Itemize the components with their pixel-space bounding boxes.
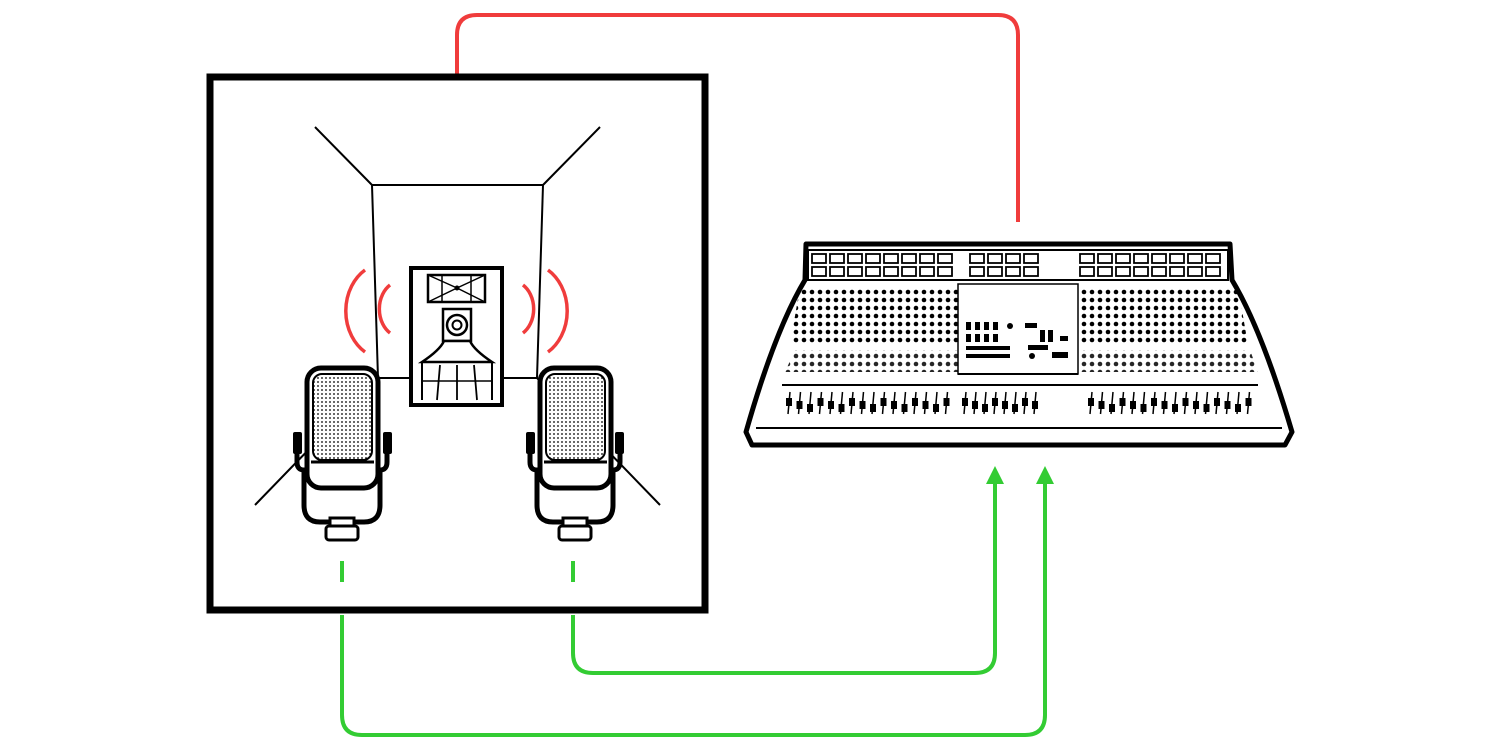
fader-cap xyxy=(1088,398,1094,406)
fader-cap xyxy=(912,398,918,406)
fader-cap xyxy=(1235,404,1241,412)
fader-cap xyxy=(933,404,939,412)
vu-meter xyxy=(1205,266,1221,277)
fader-cap xyxy=(982,404,988,412)
center-controls xyxy=(966,322,1068,359)
fader-cap xyxy=(1140,404,1147,412)
vu-meter xyxy=(901,253,917,264)
vu-meter xyxy=(847,253,863,264)
sound-waves-left xyxy=(344,268,392,354)
fader-cap xyxy=(972,401,978,409)
fader-cap xyxy=(1203,404,1210,412)
fader-cap xyxy=(1130,401,1136,409)
fader-cap xyxy=(1012,404,1018,412)
fader-cap xyxy=(849,398,855,406)
vu-meter xyxy=(829,253,845,264)
fader-cap xyxy=(807,404,813,412)
vu-meter xyxy=(1187,266,1203,277)
fader-cap xyxy=(796,401,803,409)
fader-cap xyxy=(817,398,824,406)
fader-cap xyxy=(1002,401,1008,409)
vu-meter xyxy=(1023,253,1039,264)
vu-meter xyxy=(987,253,1003,264)
fader-cap xyxy=(828,401,834,409)
fader-cap xyxy=(1224,401,1231,409)
vu-meter xyxy=(1115,253,1131,264)
vu-meter xyxy=(811,253,827,264)
fader-cap xyxy=(880,398,887,406)
vu-meter xyxy=(1169,266,1185,277)
fader-cap xyxy=(786,398,792,406)
vu-meter xyxy=(1133,266,1149,277)
vu-meter xyxy=(969,266,985,277)
vu-meter xyxy=(883,266,899,277)
meter-bridge xyxy=(811,253,1221,277)
return-signal-lines xyxy=(340,480,1047,737)
vu-meter xyxy=(901,266,917,277)
fader-cap xyxy=(1182,398,1189,406)
fader-cap xyxy=(1193,401,1199,409)
vu-meter xyxy=(937,253,953,264)
vu-meter xyxy=(1005,266,1021,277)
vu-meter xyxy=(1079,266,1095,277)
vu-meter xyxy=(1151,266,1167,277)
fader-cap xyxy=(1245,398,1252,406)
fader-cap xyxy=(1098,401,1105,409)
fader-cap xyxy=(962,398,968,406)
vu-meter xyxy=(1115,266,1131,277)
vu-meter xyxy=(919,266,935,277)
vu-meter xyxy=(865,266,881,277)
fader-cap xyxy=(1022,398,1028,406)
fader-cap xyxy=(922,401,929,409)
fader-cap xyxy=(1214,398,1220,406)
fader-cap xyxy=(901,404,908,412)
vu-meter xyxy=(847,266,863,277)
fader-cap xyxy=(943,398,950,406)
left-microphone xyxy=(293,365,392,542)
vu-meter xyxy=(829,266,845,277)
vu-meter xyxy=(883,253,899,264)
sound-waves-right xyxy=(521,268,569,354)
fader-cap xyxy=(992,398,998,406)
right-microphone xyxy=(526,365,624,542)
studio-monitor-speaker xyxy=(409,266,504,407)
fader-section xyxy=(786,391,1252,415)
vu-meter xyxy=(1169,253,1185,264)
fader-cap xyxy=(891,401,897,409)
fader-cap xyxy=(870,404,876,412)
vu-meter xyxy=(937,266,953,277)
fader-cap xyxy=(1119,398,1126,406)
fader-cap xyxy=(1032,401,1038,409)
fader-cap xyxy=(1172,404,1178,412)
vu-meter xyxy=(865,253,881,264)
vu-meter xyxy=(1205,253,1221,264)
vu-meter xyxy=(987,266,1003,277)
vu-meter xyxy=(1097,266,1113,277)
vu-meter xyxy=(1097,253,1113,264)
fader-cap xyxy=(859,401,866,409)
vu-meter xyxy=(811,266,827,277)
mixing-console xyxy=(743,241,1295,448)
vu-meter xyxy=(1079,253,1095,264)
vu-meter xyxy=(969,253,985,264)
vu-meter xyxy=(919,253,935,264)
return-arrow-head-1 xyxy=(986,466,1004,484)
fader-cap xyxy=(838,404,845,412)
vu-meter xyxy=(1023,266,1039,277)
fader-cap xyxy=(1161,401,1168,409)
return-arrow-head-2 xyxy=(1036,466,1054,484)
vu-meter xyxy=(1133,253,1149,264)
fader-cap xyxy=(1151,398,1157,406)
vu-meter xyxy=(1005,253,1021,264)
fader-cap xyxy=(1109,404,1115,412)
vu-meter xyxy=(1151,253,1167,264)
vu-meter xyxy=(1187,253,1203,264)
